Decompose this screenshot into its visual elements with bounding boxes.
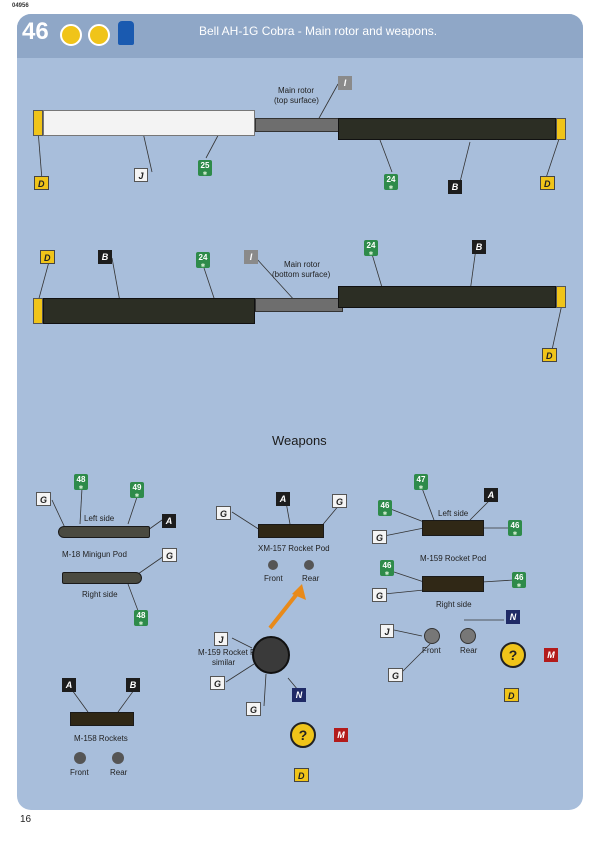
- m158-name: M-158 Rockets: [74, 734, 128, 743]
- ref-tag-a-minigun: A: [162, 514, 176, 528]
- page-number: 16: [20, 814, 32, 825]
- minigun-name: M-18 Minigun Pod: [62, 550, 127, 559]
- ref-tag-b-top: B: [448, 180, 462, 194]
- ref-tag-g-minigun-right: G: [162, 548, 178, 562]
- ref-tag-g-m159-top: G: [372, 530, 388, 544]
- m159-front-icon: [424, 628, 440, 644]
- decal-number-24-bottom-right: 24: [364, 240, 378, 257]
- m159-right-label: Right side: [436, 600, 472, 609]
- ref-tag-d-bottom-left: D: [40, 250, 55, 264]
- minigun-right-label: Right side: [82, 590, 118, 599]
- m159-pod-left: [422, 520, 484, 536]
- ref-tag-d-top-right: D: [540, 176, 555, 190]
- m159-name: M-159 Rocket Pod: [420, 554, 487, 563]
- ref-tag-g-xm157-right: G: [332, 494, 348, 508]
- xm157-front-icon: [268, 560, 278, 570]
- top-rotor-hub: [255, 118, 343, 132]
- bottom-rotor-sublabel: (bottom surface): [272, 270, 331, 279]
- document-code: 04956: [12, 3, 29, 9]
- minigun-pod-right: [62, 572, 142, 584]
- bottom-rotor-right-tip: [556, 286, 566, 308]
- top-rotor-sublabel: (top surface): [274, 96, 319, 105]
- ref-tag-b-bottom-right: B: [472, 240, 486, 254]
- decal-number-48-right: 48: [134, 610, 148, 627]
- ref-tag-g-xm157-left: G: [216, 506, 232, 520]
- step-number: 46: [22, 18, 49, 45]
- m158-rockets: [70, 712, 134, 726]
- ref-tag-j-similar: J: [214, 632, 228, 646]
- m159-pod-right: [422, 576, 484, 592]
- decal-number-24-top: 24: [384, 174, 398, 191]
- weapons-heading: Weapons: [272, 433, 327, 448]
- m158-rear-icon: [112, 752, 124, 764]
- m159-question-icon: ?: [500, 642, 526, 668]
- decal-number-46-d: 46: [512, 572, 526, 589]
- decal-number-25: 25: [198, 160, 212, 177]
- ref-tag-d-bottom-right: D: [542, 348, 557, 362]
- instruction-panel: [17, 14, 583, 810]
- decal-number-47: 47: [414, 474, 428, 491]
- ref-tag-n-m159: N: [506, 610, 520, 624]
- decal-number-49: 49: [130, 482, 144, 499]
- ref-tag-m-similar: M: [334, 728, 348, 742]
- decal-number-46-b: 46: [508, 520, 522, 537]
- xm157-rear-icon: [304, 560, 314, 570]
- ref-tag-b-m158: B: [126, 678, 140, 692]
- top-rotor-left-tip: [33, 110, 43, 136]
- decal-number-46-a: 46: [378, 500, 392, 517]
- ref-tag-g-similar-1: G: [210, 676, 226, 690]
- m158-front-label: Front: [70, 768, 89, 777]
- bottom-rotor-right-blade: [338, 286, 556, 308]
- top-rotor-right-tip: [556, 118, 566, 140]
- ref-tag-g-similar-2: G: [246, 702, 262, 716]
- top-rotor-label: Main rotor: [278, 86, 315, 95]
- m158-front-icon: [74, 752, 86, 764]
- top-rotor-light-blade: [43, 110, 255, 136]
- ref-tag-g-m159-front: G: [388, 668, 404, 682]
- ref-tag-g-m159-bottom: G: [372, 588, 388, 602]
- bottom-rotor-left-tip: [33, 298, 43, 324]
- ref-tag-n-similar: N: [292, 688, 306, 702]
- ref-tag-a-xm157: A: [276, 492, 290, 506]
- ref-tag-j-top: J: [134, 168, 148, 182]
- xm157-rear-label: Rear: [302, 574, 320, 583]
- similar-question-icon: ?: [290, 722, 316, 748]
- top-rotor-dark-blade: [338, 118, 556, 140]
- m159-front-label: Front: [422, 646, 441, 655]
- rocket-pod-front-icon: [252, 636, 290, 674]
- minigun-left-label: Left side: [84, 514, 115, 523]
- ref-tag-j-m159: J: [380, 624, 394, 638]
- m158-rear-label: Rear: [110, 768, 128, 777]
- ref-tag-d-m159: D: [504, 688, 519, 702]
- bottom-rotor-hub: [255, 298, 343, 312]
- ref-tag-d-top-left: D: [34, 176, 49, 190]
- bottom-rotor-left-blade: [43, 298, 255, 324]
- ref-tag-i-top: I: [338, 76, 352, 90]
- step-title: Bell AH-1G Cobra - Main rotor and weapon…: [199, 24, 438, 38]
- ref-tag-i-bottom: I: [244, 250, 258, 264]
- decal-number-46-c: 46: [380, 560, 394, 577]
- m159-rear-label: Rear: [460, 646, 478, 655]
- step-header: [17, 14, 583, 58]
- minigun-pod-left: [58, 526, 150, 538]
- xm157-name: XM-157 Rocket Pod: [258, 544, 330, 553]
- ref-tag-a-m158: A: [62, 678, 76, 692]
- glue-icon: [60, 24, 82, 46]
- decal-number-24-bottom-left: 24: [196, 252, 210, 269]
- ref-tag-b-bottom-left: B: [98, 250, 112, 264]
- similar-label-line2: similar: [212, 658, 236, 667]
- bottom-rotor-label: Main rotor: [284, 260, 321, 269]
- xm157-pod: [258, 524, 324, 538]
- similar-label-line1: M-159 Rocket Pod: [198, 648, 265, 657]
- ref-tag-g-minigun-left: G: [36, 492, 52, 506]
- ref-tag-m-m159: M: [544, 648, 558, 662]
- decal-number-48-left: 48: [74, 474, 88, 491]
- m159-rear-icon: [460, 628, 476, 644]
- m159-left-label: Left side: [438, 509, 469, 518]
- paint-bottle-icon: [118, 21, 134, 45]
- ref-tag-a-m159: A: [484, 488, 498, 502]
- decal-icon: [88, 24, 110, 46]
- xm157-front-label: Front: [264, 574, 283, 583]
- ref-tag-d-similar: D: [294, 768, 309, 782]
